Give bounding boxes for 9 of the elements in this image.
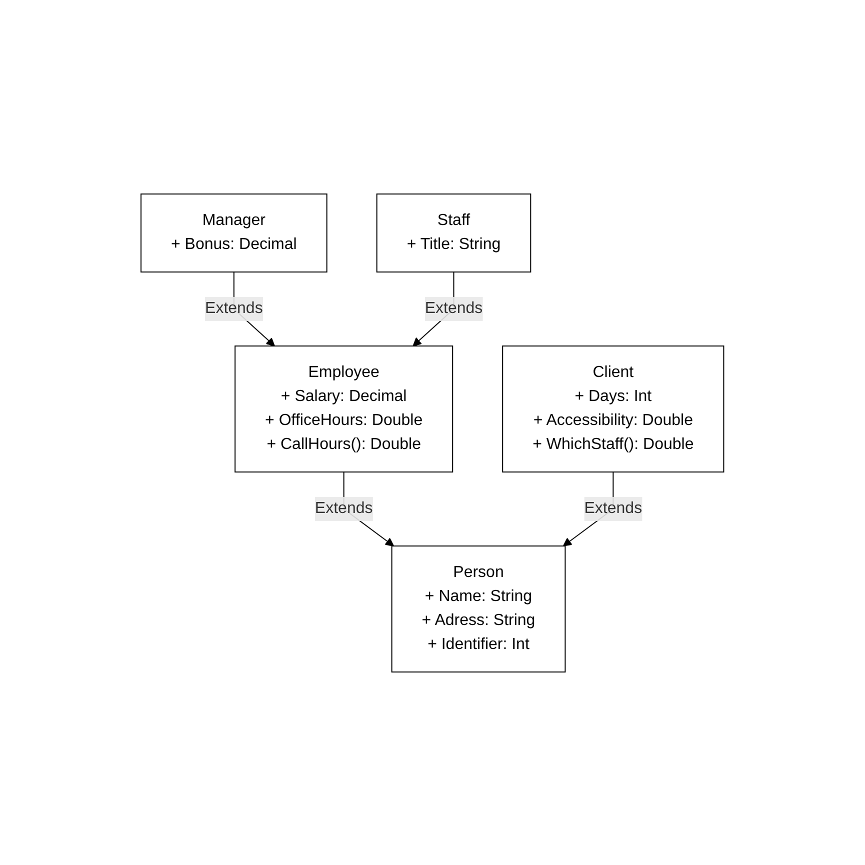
node-box: Person + Name: String + Adress: String + Identifier: Int bbox=[391, 545, 566, 672]
node-box: Staff + Title: String bbox=[376, 193, 532, 272]
node-box: Manager + Bonus: Decimal bbox=[140, 193, 328, 272]
edge-label: Extends bbox=[205, 299, 263, 316]
node-box: Client + Days: Int + Accessibility: Double + WhichStaff(): Double bbox=[502, 345, 724, 472]
edge-label: Extends bbox=[424, 299, 483, 316]
edge-label: Extends bbox=[315, 499, 373, 516]
edge-label: Extends bbox=[584, 499, 642, 516]
node-box: Employee + Salary: Decimal + OfficeHours: Double + CallHours(): Double bbox=[234, 345, 454, 472]
